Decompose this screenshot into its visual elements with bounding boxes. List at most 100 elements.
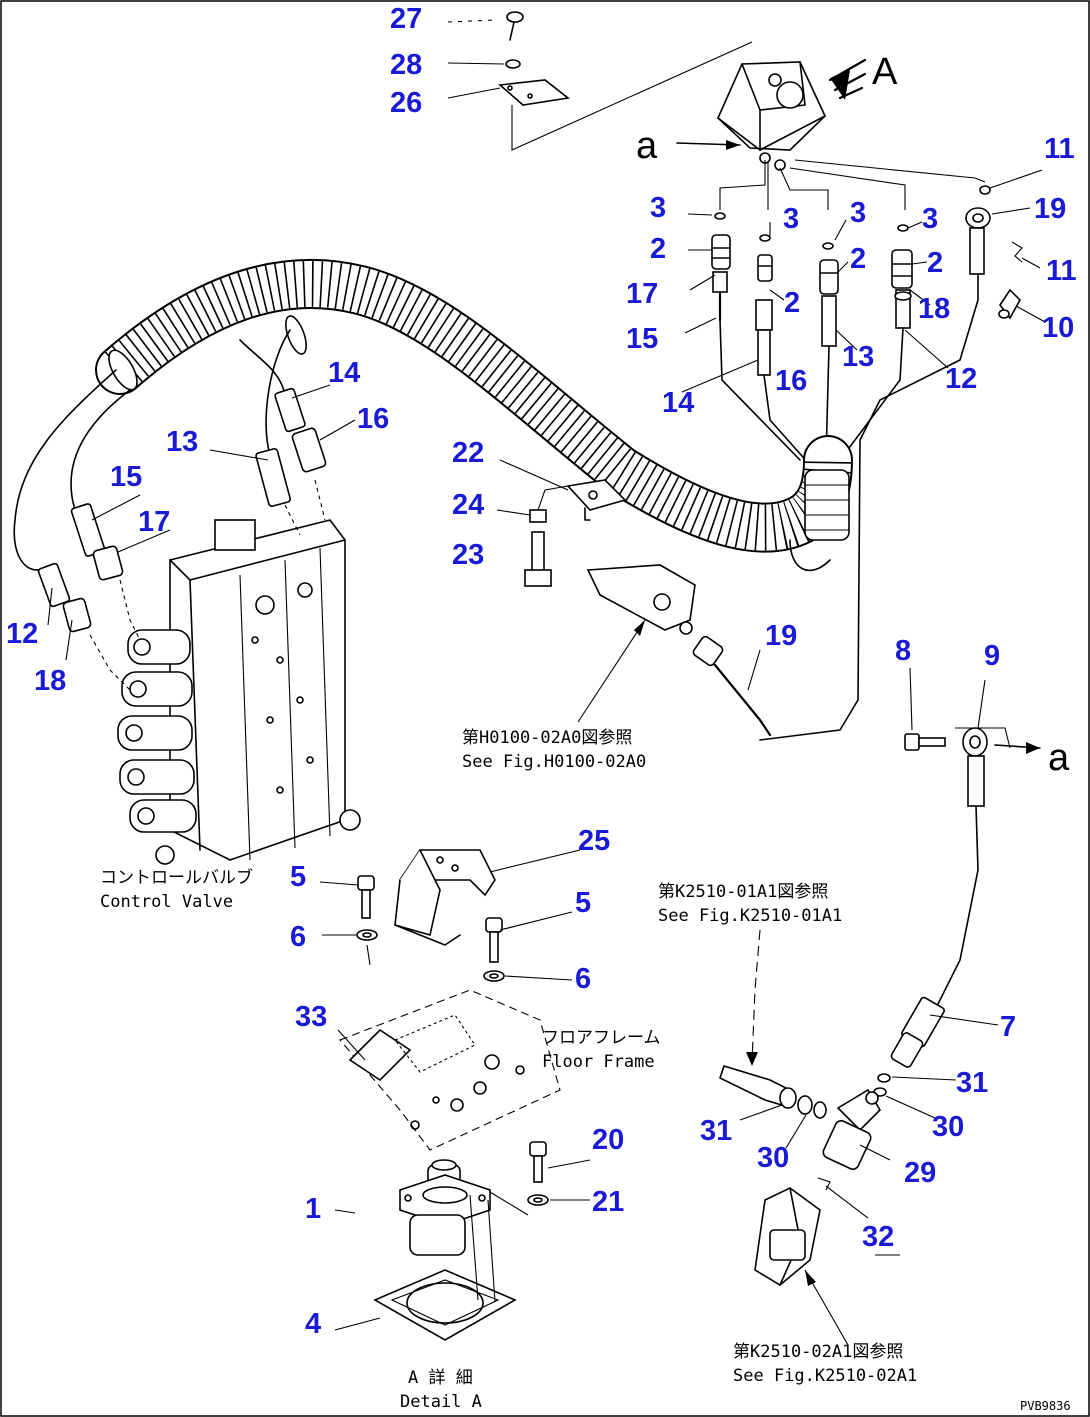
- washer-21: [489, 1191, 549, 1216]
- ref-arrow-k2510-01: [746, 929, 761, 1066]
- callout-3d: 3: [922, 203, 938, 235]
- ref-arrow-h0100: [577, 619, 646, 723]
- fitting-2b: [757, 254, 773, 282]
- callout-12a: 12: [945, 363, 977, 395]
- callout-5b: 5: [575, 887, 591, 919]
- bolt-5b: [485, 917, 503, 963]
- callout-6a: 6: [290, 921, 306, 953]
- ref-arrow-k2510-02: [804, 1269, 849, 1346]
- callout-15a: 15: [626, 323, 658, 355]
- callout-16a: 16: [775, 365, 807, 397]
- callout-1: 1: [305, 1193, 321, 1225]
- view-arrow-a: [676, 140, 741, 150]
- callout-14a: 14: [662, 387, 694, 419]
- ref-k2510-02-jp: 第K2510-02A1図参照: [733, 1342, 903, 1362]
- callout-3a: 3: [650, 192, 666, 224]
- washer-6b: [483, 970, 505, 982]
- floor-frame: [339, 989, 561, 1151]
- callout-33: 33: [295, 1001, 327, 1033]
- hose-14-lower: [239, 339, 327, 473]
- floor-frame-en: Floor Frame: [542, 1052, 655, 1072]
- callout-2a: 2: [650, 233, 666, 265]
- callout-23: 23: [452, 539, 484, 571]
- callout-19b: 19: [765, 620, 797, 652]
- fitting-17-left: [92, 545, 124, 581]
- callout-8: 8: [895, 635, 911, 667]
- ppc-valve: [717, 58, 867, 171]
- washer-6a: [356, 929, 378, 966]
- hose-19-lower: [586, 564, 772, 737]
- screw-27: [447, 11, 524, 41]
- callout-3b: 3: [783, 203, 799, 235]
- callout-30b: 30: [757, 1142, 789, 1174]
- ref-h0100-jp: 第H0100-02A0図参照: [462, 728, 632, 748]
- bolt-23: [524, 531, 552, 587]
- callout-14b: 14: [328, 357, 360, 389]
- o-ring-3c: [822, 242, 834, 250]
- callout-13a: 13: [842, 341, 874, 373]
- callout-28: 28: [390, 49, 422, 81]
- callout-21: 21: [592, 1186, 624, 1218]
- callout-12b: 12: [6, 618, 38, 650]
- nut-24: [529, 485, 569, 523]
- control-valve-en: Control Valve: [100, 892, 233, 912]
- gasket-4: [373, 1194, 517, 1341]
- bracket-25: [394, 849, 496, 946]
- callout-18b: 18: [34, 665, 66, 697]
- callout-24: 24: [452, 489, 484, 521]
- o-ring-30-left: [797, 1095, 827, 1119]
- callout-2c: 2: [850, 243, 866, 275]
- view-label-a-left: a: [636, 125, 658, 167]
- callout-27: 27: [390, 3, 422, 35]
- detail-a-en: Detail A: [400, 1392, 482, 1412]
- spiral-guard: [95, 259, 853, 572]
- callout-6b: 6: [575, 963, 591, 995]
- callout-19a: 19: [1034, 193, 1066, 225]
- callout-20: 20: [592, 1124, 624, 1156]
- pressure-switch-29: [822, 1088, 882, 1170]
- cover-plate-26: [447, 41, 753, 151]
- fitting-2d: [891, 249, 913, 289]
- callout-10: 10: [1042, 312, 1074, 344]
- callout-7: 7: [1000, 1011, 1016, 1043]
- connector-k2510: [754, 1187, 821, 1286]
- callout-13b: 13: [166, 426, 198, 458]
- ref-k2510-01-en: See Fig.K2510-01A1: [658, 906, 842, 926]
- banjo-9: [955, 727, 1041, 807]
- callout-17a: 17: [626, 278, 658, 310]
- bolt-20: [529, 1141, 547, 1183]
- leader-lines: [47, 169, 1046, 1331]
- hose-13-lower: [255, 329, 291, 508]
- callout-22: 22: [452, 437, 484, 469]
- o-ring-3a: [714, 212, 726, 220]
- callout-15b: 15: [110, 461, 142, 493]
- callout-25: 25: [578, 825, 610, 857]
- control-valve-jp: コントロールバルブ: [100, 867, 253, 888]
- ref-h0100-en: See Fig.H0100-02A0: [462, 752, 646, 772]
- solenoid-row: [117, 629, 197, 833]
- view-label-a-right: a: [1048, 737, 1070, 779]
- callout-2b: 2: [784, 287, 800, 319]
- adapter-31-left: [719, 1065, 797, 1109]
- hose-14-upper: [755, 299, 811, 466]
- fitting-2c: [819, 259, 839, 295]
- callout-11b: 11: [1046, 255, 1077, 287]
- o-ring-11b: [1011, 241, 1023, 263]
- hose-19-line: [759, 273, 979, 741]
- ppc-valve-1: [399, 1159, 491, 1256]
- floor-frame-jp: フロアフレーム: [542, 1028, 661, 1048]
- banjo-19a: [965, 207, 991, 275]
- bolt-8: [904, 733, 946, 751]
- callout-30a: 30: [932, 1111, 964, 1143]
- callout-2d: 2: [927, 247, 943, 279]
- callout-31a: 31: [956, 1067, 988, 1099]
- callout-16b: 16: [357, 403, 389, 435]
- callout-18a: 18: [918, 293, 950, 325]
- callout-32: 32: [862, 1221, 894, 1253]
- callout-5a: 5: [290, 861, 306, 893]
- callout-26: 26: [390, 87, 422, 119]
- adapter-31-right: [877, 1073, 891, 1083]
- callouts: 27 28 26 11 19 11 10 3 3 3 3 2 2 2 2 17 …: [6, 3, 1077, 1340]
